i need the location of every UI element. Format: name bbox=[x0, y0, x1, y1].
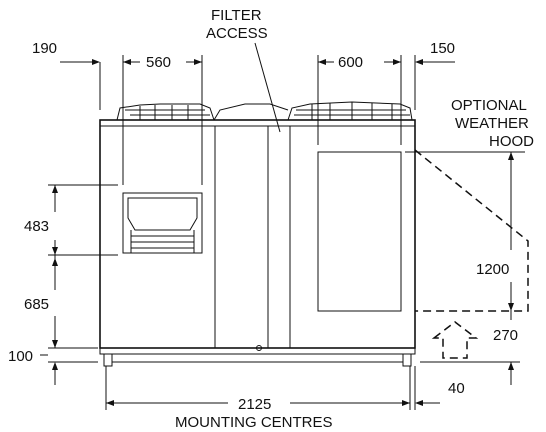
roof-fans bbox=[116, 101, 413, 121]
right-fan-housing bbox=[287, 101, 413, 121]
left-fan-grille bbox=[125, 105, 210, 120]
dim-1200-label: 1200 bbox=[476, 261, 509, 278]
hood-label-line2: WEATHER bbox=[455, 115, 529, 132]
dim-600-label: 600 bbox=[338, 54, 363, 71]
base-rail bbox=[99, 345, 416, 367]
hood-label-line1: OPTIONAL bbox=[451, 97, 527, 114]
unit-body bbox=[99, 119, 416, 349]
dim-483-label: 483 bbox=[24, 218, 49, 235]
weather-hood-outline bbox=[414, 149, 529, 312]
dim-560-label: 560 bbox=[146, 54, 171, 71]
filter-access-leader bbox=[254, 42, 281, 133]
filter-access-label-line2: ACCESS bbox=[206, 25, 268, 42]
dim-270-label: 270 bbox=[493, 327, 518, 344]
centre-fan-housing bbox=[213, 103, 289, 121]
weather-hood-section bbox=[431, 321, 479, 359]
mounting-centres-label: MOUNTING CENTRES bbox=[175, 414, 333, 431]
dim-150-label: 150 bbox=[430, 40, 455, 57]
dim-100-label: 100 bbox=[8, 348, 33, 365]
left-fan-housing bbox=[116, 103, 215, 121]
dim-2125-label: 2125 bbox=[238, 396, 271, 413]
filter-access-label-line1: FILTER bbox=[211, 7, 262, 24]
right-fan-grille bbox=[294, 102, 410, 120]
hood-label-line3: HOOD bbox=[489, 133, 534, 150]
coil-panel bbox=[317, 151, 402, 312]
dim-40-label: 40 bbox=[448, 380, 465, 397]
dim-190-label: 190 bbox=[32, 40, 57, 57]
dim-685-label: 685 bbox=[24, 296, 49, 313]
louvre-grille bbox=[122, 192, 203, 254]
